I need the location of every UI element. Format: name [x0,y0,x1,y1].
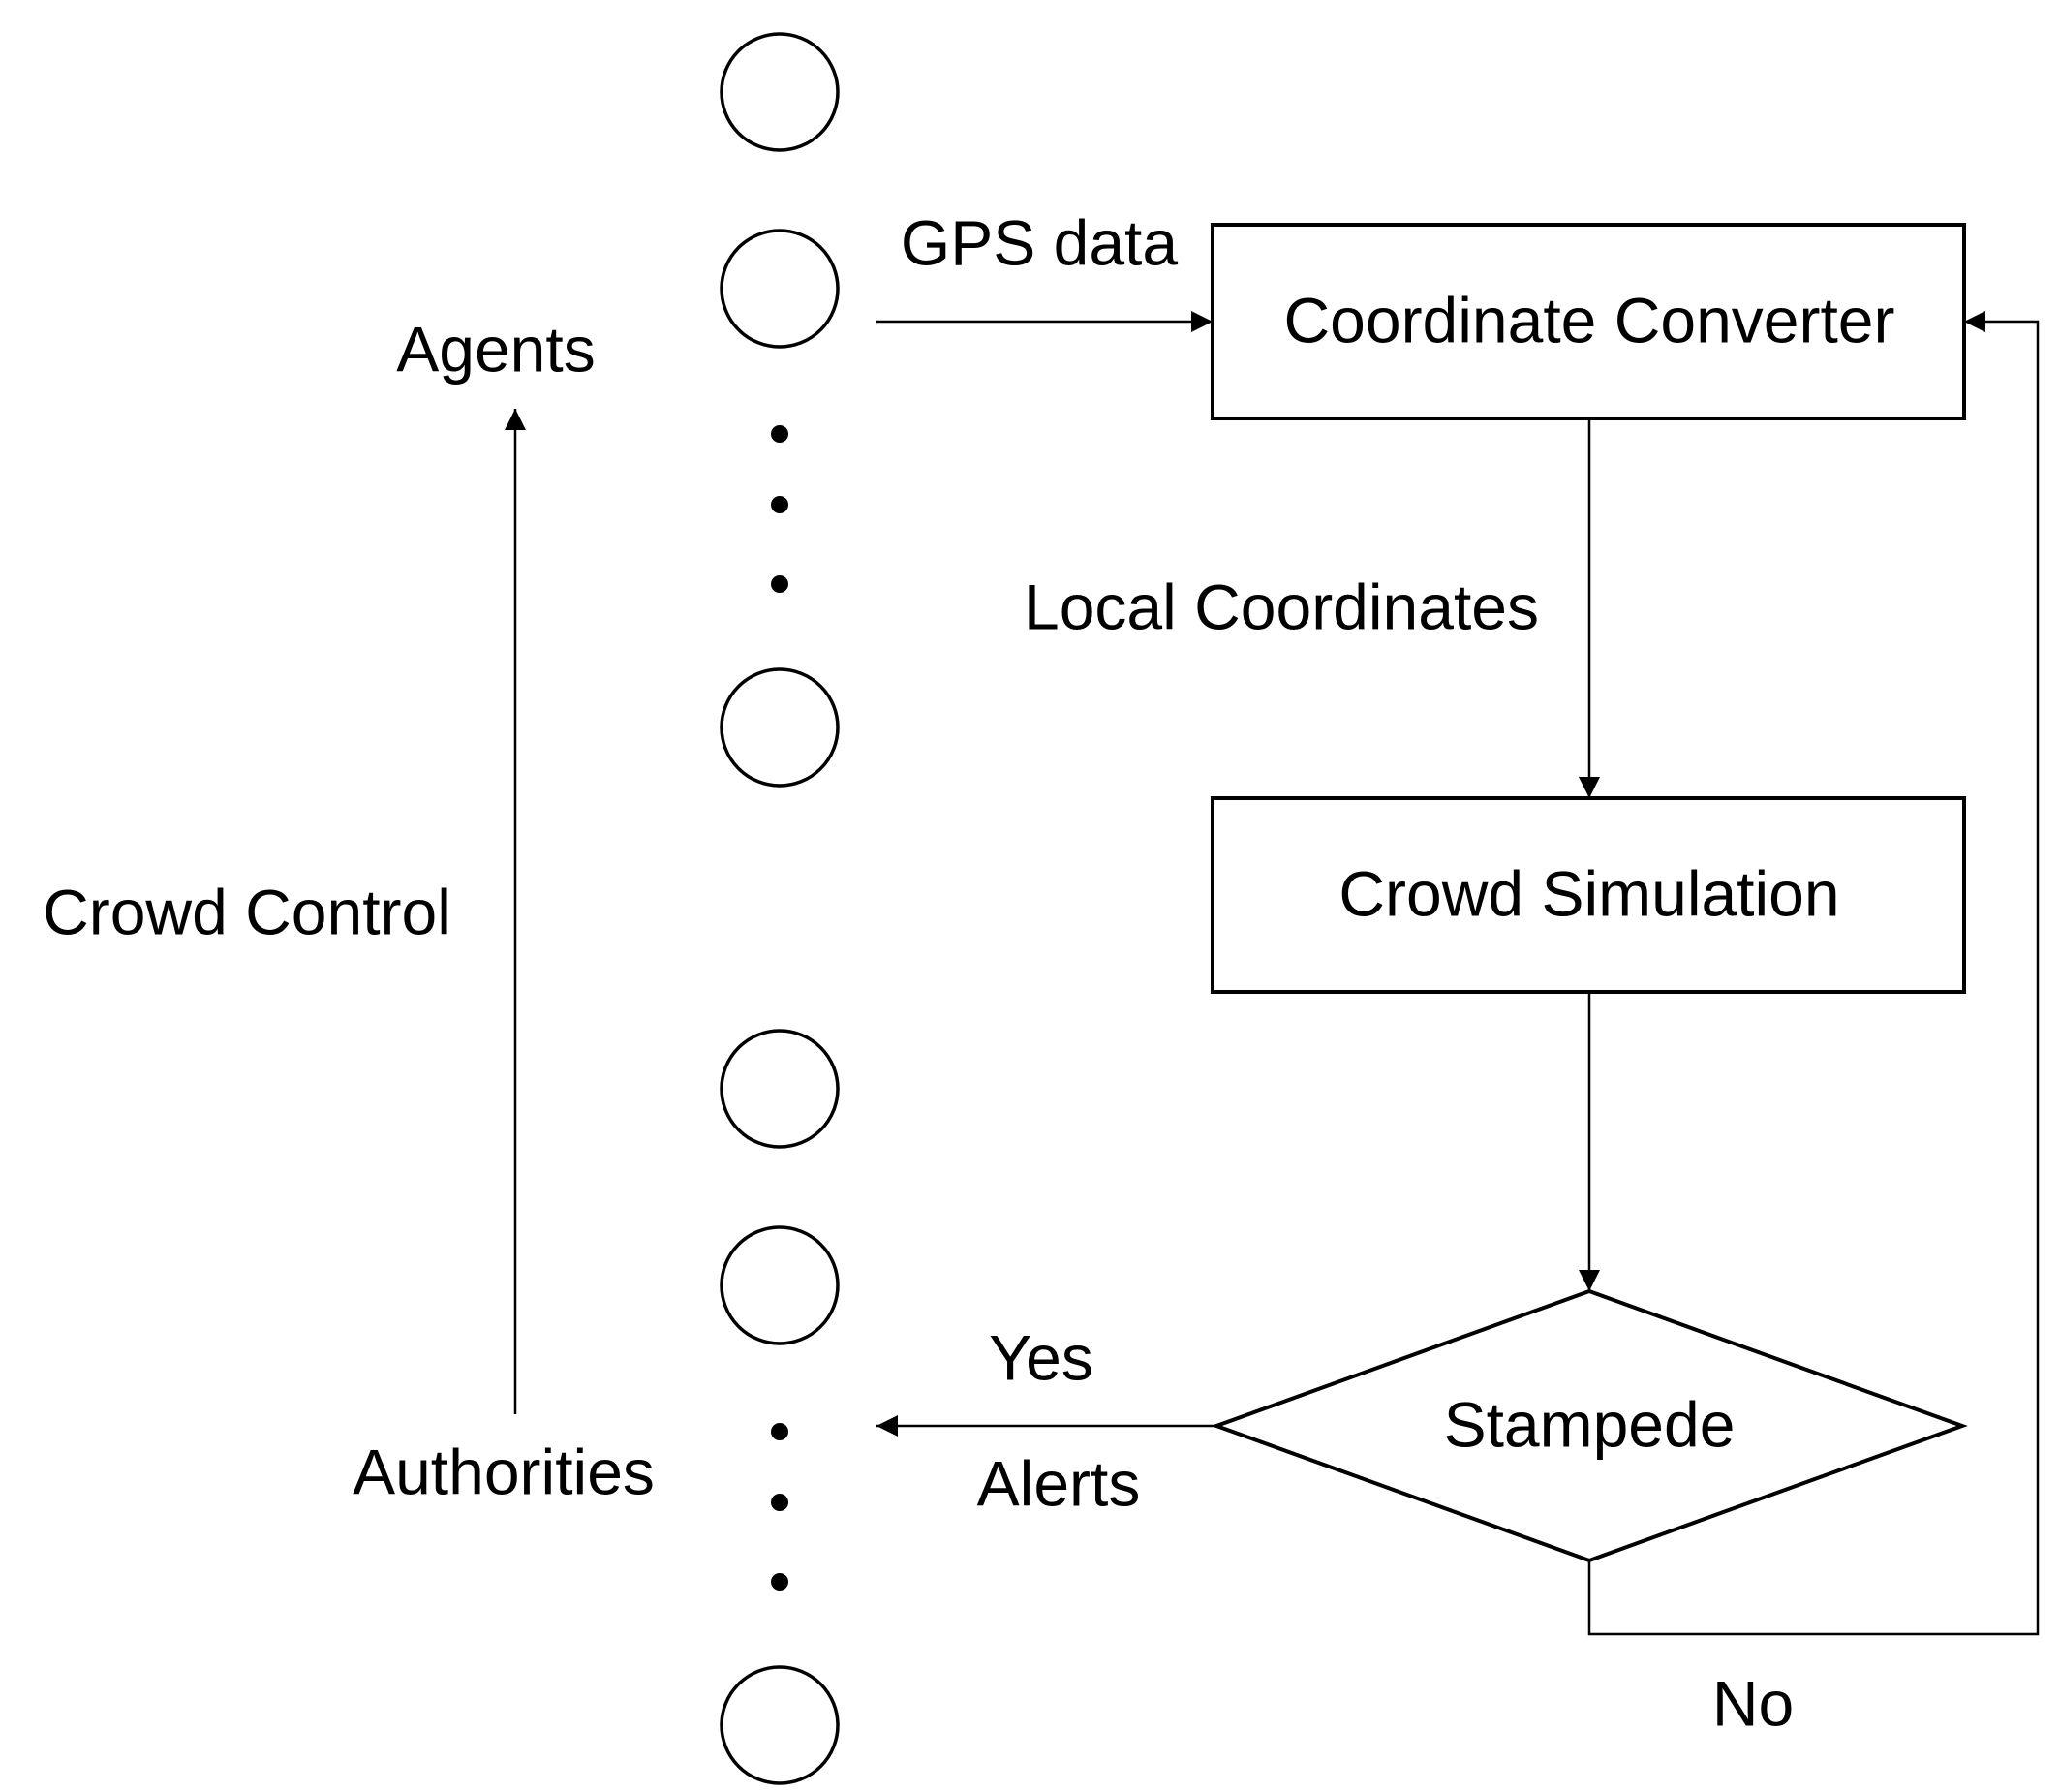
agent-group-bottom [720,1029,840,1785]
agent-circle [720,1029,840,1149]
crowd-control-label: Crowd Control [43,876,451,947]
ellipsis-dot [771,575,788,593]
agent-group-top [720,32,840,788]
ellipsis-dot [771,496,788,513]
authorities-label: Authorities [353,1436,655,1507]
gps-data-label: GPS data [901,206,1178,278]
yes-label: Yes [989,1321,1093,1393]
agent-circle [720,1665,840,1785]
agent-circle [720,32,840,152]
alerts-label: Alerts [977,1447,1141,1519]
agent-circle [720,1225,840,1345]
ellipsis-dot [771,425,788,443]
local-coordinates-label: Local Coordinates [1024,571,1539,642]
ellipsis-dot [771,1423,788,1440]
agent-circle [720,229,840,349]
crowd-simulation-label: Crowd Simulation [1338,857,1839,929]
ellipsis-dot [771,1573,788,1591]
agent-circle [720,667,840,788]
crowd-simulation-box [1211,796,1966,994]
no-feedback-arrow [1587,311,2040,1636]
agents-label: Agents [396,313,595,385]
stampede-label: Stampede [1444,1388,1736,1460]
ellipsis-dot [771,1494,788,1511]
coordinate-converter-label: Coordinate Converter [1284,284,1895,355]
no-label: No [1712,1667,1794,1739]
coordinate-converter-box [1211,223,1966,420]
